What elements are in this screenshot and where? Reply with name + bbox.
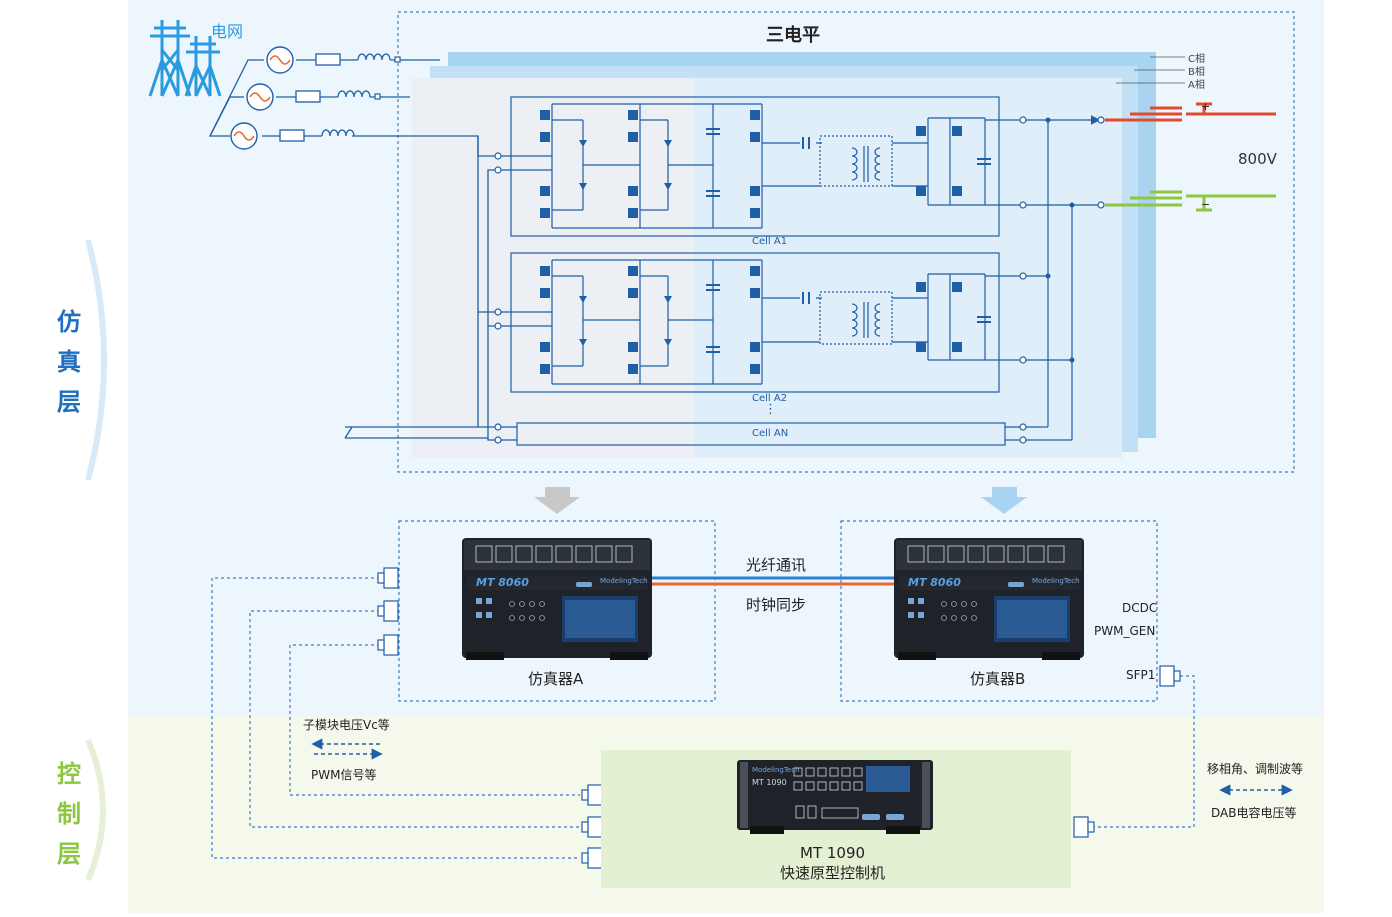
- simulator-a-brand: ModelingTech: [600, 577, 648, 585]
- controller-model: MT 1090: [800, 844, 866, 862]
- simulation-layer-label: 仿 真 层: [57, 308, 81, 416]
- grid-label: 电网: [211, 22, 243, 41]
- dcdc-label: DCDC: [1122, 601, 1158, 615]
- cell-a1: [500, 96, 1022, 237]
- simulator-b-brand: ModelingTech: [1032, 577, 1080, 585]
- fiber-link-label: 光纤通讯: [746, 556, 807, 574]
- signal-right-up: 移相角、调制波等: [1207, 762, 1304, 776]
- signal-left-down: PWM信号等: [311, 768, 377, 782]
- cell-an-label: Cell AN: [752, 428, 789, 439]
- simulator-b-device: [894, 538, 1084, 660]
- dc-bus: [1026, 115, 1101, 441]
- cell-a1-transformer: [851, 146, 881, 182]
- power-tower-icon: [148, 20, 222, 97]
- control-layer-label: 控 制 层: [57, 760, 81, 868]
- sfp-connector-icons: [377, 567, 1181, 869]
- pwm-gen-label: PWM_GEN: [1094, 624, 1156, 638]
- controller-face-brand: ModelingTech: [752, 766, 800, 774]
- controller-caption: 快速原型控制机: [780, 864, 886, 882]
- signal-right-down: DAB电容电压等: [1211, 806, 1297, 820]
- inductor-icons: [321, 53, 391, 137]
- resistor-icons: [279, 53, 341, 142]
- signal-left-up: 子模块电压Vc等: [303, 718, 390, 732]
- grid-feeders: [208, 59, 498, 441]
- three-level-title: 三电平: [766, 25, 820, 46]
- cell-a1-switches: [540, 110, 991, 218]
- simulator-a-model: MT 8060: [476, 576, 529, 589]
- simulator-b-model: MT 8060: [908, 576, 961, 589]
- controller-device: [737, 760, 933, 834]
- plus-sign: +: [1201, 100, 1211, 113]
- sim-side-glow: [85, 239, 107, 481]
- cell-a1-label: Cell A1: [752, 236, 788, 247]
- cell-ellipsis: ⋮: [764, 402, 777, 417]
- cell-a2: [500, 252, 1022, 393]
- cell-a2-switches: [540, 266, 991, 374]
- phase-b-label: B相: [1188, 67, 1205, 78]
- terminal-nodes: [374, 56, 1105, 444]
- simulator-b-region: [840, 520, 1158, 702]
- simulator-a-region: [398, 520, 716, 702]
- dc-voltage-label: 800V: [1238, 150, 1277, 168]
- clock-sync-label: 时钟同步: [746, 596, 807, 614]
- phase-a-label: A相: [1188, 80, 1205, 91]
- positive-rail: [1105, 102, 1276, 122]
- phase-c-label: C相: [1188, 54, 1205, 65]
- simulator-b-caption: 仿真器B: [970, 670, 1026, 688]
- cell-an-box: [516, 422, 1006, 446]
- ctrl-side-glow: [85, 738, 106, 882]
- gray-down-arrow: [534, 487, 580, 514]
- simulator-ports: [475, 545, 1065, 563]
- simulator-a-caption: 仿真器A: [528, 670, 584, 688]
- negative-rail: [1105, 190, 1276, 212]
- sfp1-label: SFP1: [1126, 668, 1156, 682]
- controller-face-model: MT 1090: [752, 778, 787, 787]
- simulator-a-device: [462, 538, 652, 660]
- minus-sign: −: [1201, 198, 1211, 211]
- blue-down-arrow: [981, 487, 1027, 514]
- signal-lines-left: [211, 577, 1195, 859]
- cell-a2-label: Cell A2: [752, 393, 788, 404]
- phase-layer-a-left: [412, 78, 694, 458]
- cell-a2-transformer: [851, 302, 881, 338]
